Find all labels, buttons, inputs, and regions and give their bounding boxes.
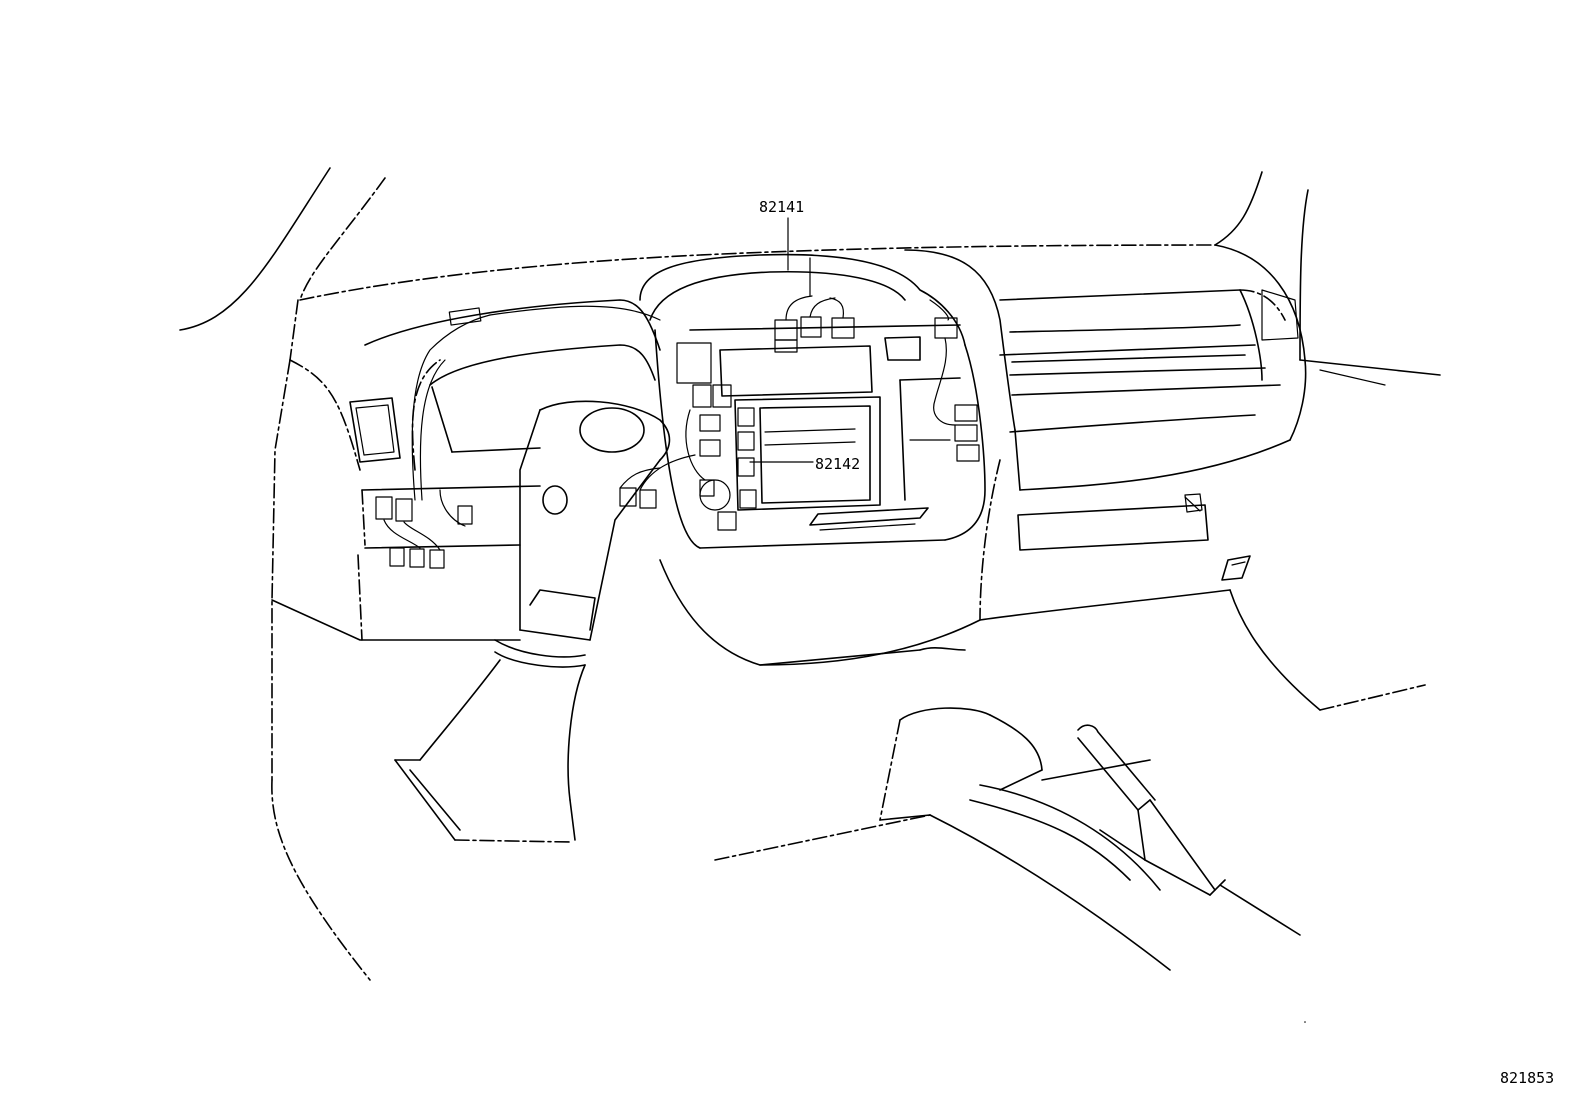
- connector-icon: [639, 489, 657, 509]
- connector-icon: [619, 487, 637, 507]
- connector-icon: [448, 307, 482, 326]
- callout-leaders: [749, 217, 814, 463]
- dashboard-top: [289, 244, 1307, 441]
- right-a-pillar: [1214, 171, 1441, 386]
- connector-icon: [954, 424, 978, 442]
- connector-icon: [800, 316, 822, 338]
- right-dashboard: [904, 249, 1291, 581]
- connector-icon: [676, 342, 712, 384]
- figure-code: 821853: [1500, 1069, 1554, 1087]
- connector-icon: [712, 384, 732, 408]
- wire-harness-left: [411, 305, 661, 501]
- connector-icon: [954, 404, 978, 422]
- connector-icon: [699, 479, 731, 511]
- connector-icon: [375, 496, 393, 520]
- connector-icon: [429, 549, 445, 569]
- connector-icon: [934, 317, 958, 339]
- connector-icon: [774, 339, 798, 353]
- connector-icon: [956, 444, 980, 462]
- lower-dashboard: [659, 459, 1426, 711]
- instrument-cluster-hood: [364, 299, 661, 471]
- callout-82141: 82141: [759, 198, 804, 216]
- left-air-vent: [349, 397, 401, 463]
- center-stack: [639, 253, 986, 549]
- floor-pedal-area: [394, 759, 576, 843]
- connector-icon: [389, 547, 405, 567]
- lower-left-panel: [357, 485, 541, 641]
- connector-icon: [737, 457, 755, 477]
- connector-icon: [692, 384, 712, 408]
- connector-icon: [699, 414, 721, 432]
- connector-icon: [774, 319, 798, 341]
- left-a-pillar: [179, 167, 386, 331]
- connector-icon: [717, 511, 737, 531]
- left-dash-side: [271, 359, 521, 981]
- center-left-connectors: [619, 342, 757, 531]
- connector-icon: [409, 548, 425, 568]
- connector-icon: [457, 505, 473, 525]
- stray-dot: [1304, 1021, 1306, 1023]
- center-console: [714, 707, 1171, 971]
- handbrake-lever: [1077, 724, 1301, 936]
- right-connectors: [929, 299, 980, 462]
- callout-82142: 82142: [815, 455, 860, 473]
- steering-column: [419, 400, 671, 801]
- top-center-connectors: [774, 257, 855, 353]
- connector-icon: [699, 439, 721, 457]
- connector-icon: [699, 479, 715, 497]
- connector-icon: [737, 431, 755, 451]
- connector-icon: [737, 407, 755, 427]
- connector-icon: [395, 498, 413, 522]
- connector-icon: [739, 489, 757, 509]
